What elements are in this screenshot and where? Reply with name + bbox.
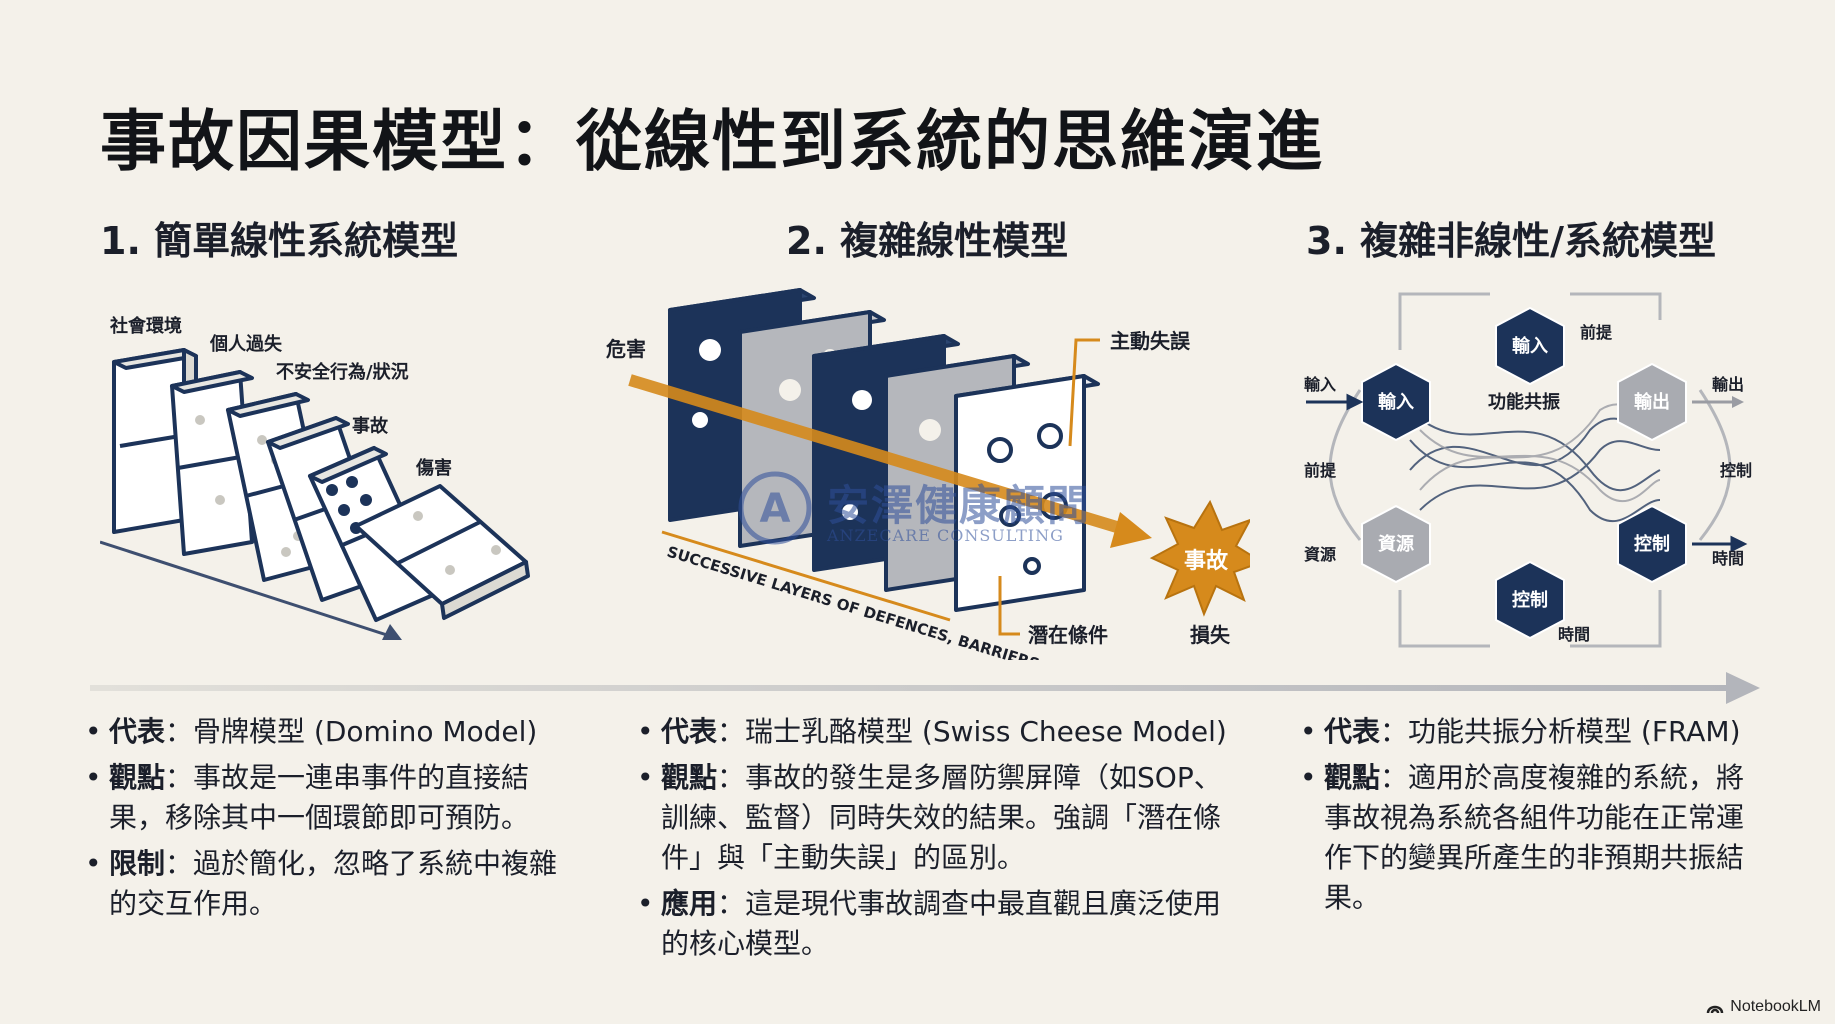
watermark-name: 安澤健康顧問 [827,481,1092,530]
swiss-cheese-diagram: 事故 損失 危害 主動失誤 潛在條件 SUCCESSIVE LAYERS OF … [606,288,1250,660]
watermark: A 安澤健康顧問 ANZECARE CONSULTING [735,468,1105,552]
bullet-item: 代表：瑞士乳酪模型 (Swiss Cheese Model) [637,712,1237,752]
hex-control-right-label: 控制 [1634,533,1670,555]
domino-label-social: 社會環境 [110,315,182,337]
brand-badge: NotebookLM [1706,998,1821,1016]
fram-ext-precondition-left: 前提 [1304,461,1337,480]
hex-output-label: 輸出 [1634,391,1670,413]
notebooklm-logo-icon [1707,1005,1724,1014]
hex-output [1617,362,1687,442]
swiss-label-hazard: 危害 [606,337,646,361]
watermark-logo-icon: A [738,471,812,545]
svg-text:A: A [760,486,791,532]
bullet-item: 觀點：適用於高度複雜的系統，將事故視為系統各組件功能在正常運作下的變異所產生的非… [1300,758,1760,918]
hex-input-left-label: 輸入 [1378,391,1414,413]
hex-resource-label: 資源 [1378,533,1414,555]
hex-input-top [1495,306,1565,386]
fram-ext-time-right: 時間 [1712,549,1744,568]
brand-name: NotebookLM [1730,998,1821,1015]
domino-label-personal: 個人過失 [209,333,283,355]
section-heading-linear: 1. 簡單線性系統模型 [100,219,459,263]
fram-center-label: 功能共振 [1488,391,1560,413]
swiss-label-active-failure: 主動失誤 [1110,329,1191,353]
bullets-complex-linear: 代表：瑞士乳酪模型 (Swiss Cheese Model) 觀點：事故的發生是… [637,712,1237,970]
section-heading-systemic: 3. 複雜非線性/系統模型 [1306,219,1716,263]
watermark-sub: ANZECARE CONSULTING [827,526,1064,545]
hex-resource [1361,504,1431,584]
bullets-systemic: 代表：功能共振分析模型 (FRAM) 觀點：適用於高度複雜的系統，將事故視為系統… [1300,712,1760,924]
bullet-item: 代表：功能共振分析模型 (FRAM) [1300,712,1760,752]
fram-ext-output: 輸出 [1712,375,1744,394]
fram-ext-precondition-top: 前提 [1580,323,1613,342]
domino-label-injury: 傷害 [415,457,452,479]
fram-ext-resource: 資源 [1304,545,1336,564]
hex-control-bottom [1495,560,1565,640]
hex-control-bottom-label: 控制 [1512,589,1548,611]
swiss-label-latent: 潛在條件 [1028,623,1108,647]
bullet-item: 觀點：事故是一連串事件的直接結果，移除其中一個環節即可預防。 [85,758,565,838]
fram-diagram: 輸入 輸入 輸出 資源 控制 控制 功能共振 輸入 前提 輸出 前提 控制 資源… [1304,292,1752,648]
fram-ext-control: 控制 [1720,461,1752,480]
domino-6 [354,484,530,620]
page-title: 事故因果模型：從線性到系統的思維演進 [100,103,1324,180]
resonance-curves [1409,409,1661,523]
domino-label-unsafe: 不安全行為/狀況 [276,361,409,383]
accident-star [1149,499,1250,617]
fram-ext-time-bottom: 時間 [1558,625,1590,644]
hex-input-left [1361,362,1431,442]
evolution-arrow [90,672,1760,704]
domino-diagram: 社會環境 個人過失 不安全行為/狀況 事故 傷害 [100,315,530,640]
swiss-label-loss: 損失 [1190,623,1231,647]
hex-input-top-label: 輸入 [1512,335,1548,357]
swiss-label-accident: 事故 [1184,548,1229,574]
bullet-item: 代表：骨牌模型 (Domino Model) [85,712,565,752]
domino-label-accident: 事故 [352,415,389,437]
bullet-item: 應用：這是現代事故調查中最直觀且廣泛使用的核心模型。 [637,884,1237,964]
bullet-item: 觀點：事故的發生是多層防禦屏障（如SOP、訓練、監督）同時失效的結果。強調「潛在… [637,758,1237,878]
fram-ext-input: 輸入 [1304,375,1336,394]
bullet-item: 限制：過於簡化，忽略了系統中複雜的交互作用。 [85,844,565,924]
section-heading-complex-linear: 2. 複雜線性模型 [786,219,1069,263]
hex-control-right [1617,504,1687,584]
bullets-linear: 代表：骨牌模型 (Domino Model) 觀點：事故是一連串事件的直接結果，… [85,712,565,930]
